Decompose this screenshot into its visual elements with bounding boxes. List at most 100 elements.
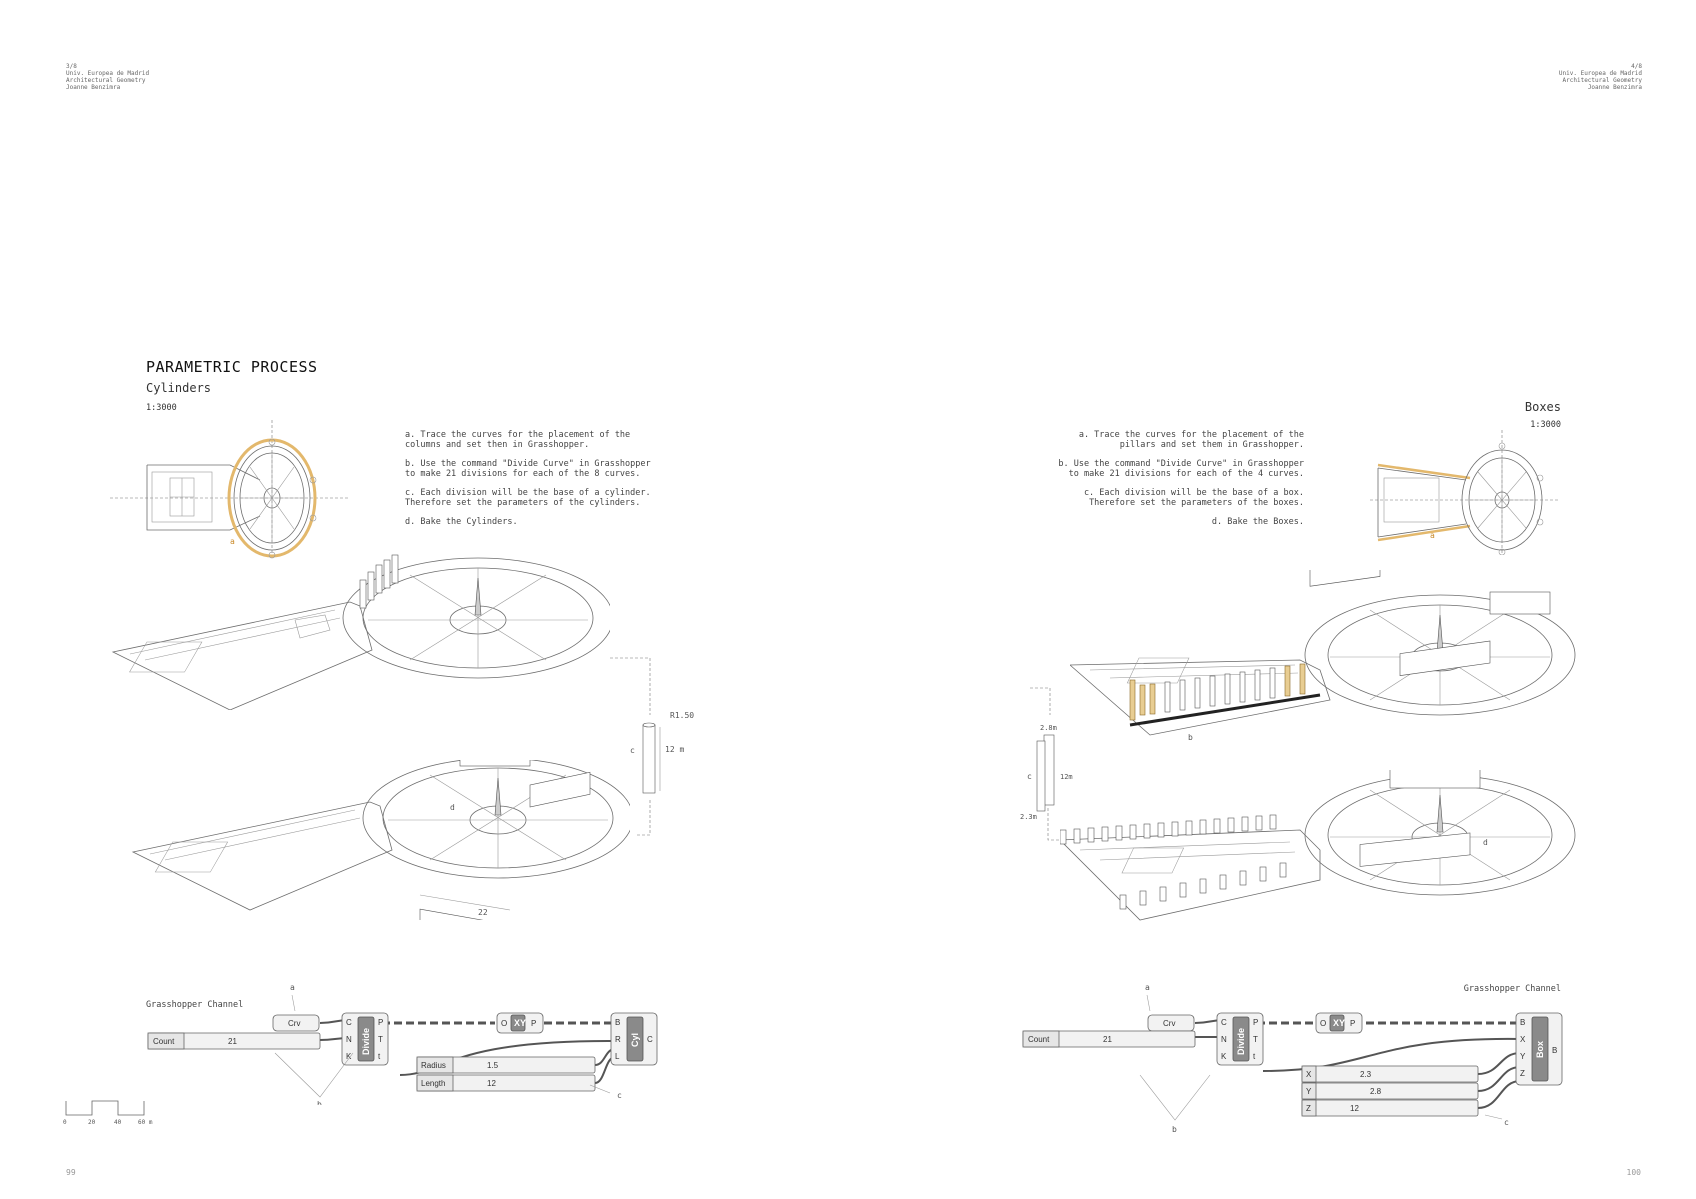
- right-step-c: c. Each division will be the base of a b…: [1083, 488, 1304, 508]
- right-steps: a. Trace the curves for the placement of…: [1058, 430, 1304, 536]
- left-gh-radius-value: 1.5: [487, 1061, 499, 1070]
- left-step-a: a. Trace the curves for the placement of…: [405, 430, 631, 450]
- right-step-d: d. Bake the Boxes.: [1211, 517, 1304, 527]
- left-gh-crv-node: [272, 1014, 320, 1032]
- left-header-course: Architectural Geometry: [66, 77, 146, 84]
- left-gh-cyl-out-c: C: [647, 1035, 653, 1044]
- left-scale: 1:3000: [146, 403, 177, 413]
- left-gh-xy-o: O: [501, 1019, 507, 1028]
- scale-bar-20: 20: [88, 1119, 96, 1126]
- left-step-d: d. Bake the Cylinders.: [405, 517, 518, 527]
- left-page-number: 99: [66, 1168, 76, 1177]
- right-gh-box-in-b: B: [1520, 1018, 1525, 1027]
- scale-bar-0: 0: [63, 1119, 67, 1126]
- right-gh-count-label: Count: [1028, 1035, 1050, 1044]
- right-iso-d-label: d: [1483, 838, 1488, 847]
- right-gh-callout-b: b: [1172, 1125, 1177, 1134]
- left-plan-drawing: a: [110, 420, 350, 560]
- right-gh-x-label: X: [1306, 1070, 1312, 1079]
- left-gh-cyl-in-r: R: [615, 1035, 621, 1044]
- right-header-course: Architectural Geometry: [1562, 77, 1642, 84]
- right-gh-definition: Crv Count 21 Divide C N K P T t XY O P B…: [1022, 983, 1563, 1134]
- right-gh-crv: Crv: [1163, 1019, 1175, 1028]
- right-gh-divide: Divide: [1236, 1028, 1246, 1055]
- right-gh-divide-in-k: K: [1221, 1052, 1227, 1061]
- left-detail-label: c: [630, 746, 635, 755]
- left-step-c: c. Each division will be the base of a c…: [405, 488, 651, 508]
- left-gh-xy: XY: [514, 1018, 526, 1028]
- right-subtitle: Boxes: [1524, 400, 1561, 414]
- right-plan-label: a: [1430, 531, 1435, 540]
- right-gh-xy-o: O: [1320, 1019, 1326, 1028]
- right-step-a: a. Trace the curves for the placement of…: [1078, 430, 1304, 450]
- right-detail-box: 2.8m c 12m 2.3m: [1020, 687, 1073, 841]
- left-header-page: 3/8: [66, 63, 77, 70]
- right-detail-z: 12m: [1060, 773, 1073, 781]
- left-detail-cylinder: c R1.50 12 m: [610, 657, 694, 836]
- right-gh-xy: XY: [1333, 1018, 1345, 1028]
- left-gh-cyl-in-b: B: [615, 1018, 620, 1027]
- right-gh-divide-in-c: C: [1221, 1018, 1227, 1027]
- right-plan-drawing: a: [1370, 430, 1560, 555]
- right-gh-box-in-z: Z: [1520, 1069, 1525, 1078]
- right-header-page: 4/8: [1631, 63, 1642, 70]
- right-page-header: 4/8 Univ. Europea de Madrid Architectura…: [1559, 63, 1642, 91]
- left-gh-cyl-in-l: L: [615, 1052, 620, 1061]
- left-iso-top: [111, 554, 610, 710]
- left-gh-count-value: 21: [228, 1037, 237, 1046]
- left-gh-radius-label: Radius: [421, 1061, 446, 1070]
- right-gh-box-in-y: Y: [1520, 1052, 1526, 1061]
- left-gh-divide-in-c: C: [346, 1018, 352, 1027]
- right-gh-x-slider: [1301, 1065, 1479, 1083]
- right-gh-z-label: Z: [1306, 1104, 1311, 1113]
- left-subtitle: Cylinders: [146, 381, 212, 395]
- right-header-university: Univ. Europea de Madrid: [1558, 70, 1642, 77]
- left-gh-divide-out-t-param: t: [378, 1052, 381, 1061]
- left-detail-height: 12 m: [665, 745, 684, 754]
- left-header-university: Univ. Europea de Madrid: [66, 70, 150, 77]
- left-gh-length-label: Length: [421, 1079, 445, 1088]
- right-bottom-boxes: [1060, 814, 1287, 910]
- left-gh-callout-a: a: [290, 983, 295, 992]
- left-plan-label: a: [230, 537, 235, 546]
- right-gh-divide-out-t-param: t: [1253, 1052, 1256, 1061]
- left-gh-divide-out-t: T: [378, 1035, 383, 1044]
- right-detail-x: 2.3m: [1020, 813, 1037, 821]
- right-gh-box-out-b: B: [1552, 1046, 1557, 1055]
- page-title: PARAMETRIC PROCESS: [146, 358, 318, 376]
- right-gh-x-value: 2.3: [1360, 1070, 1372, 1079]
- scale-bar-60: 60 m: [138, 1119, 153, 1126]
- right-gh-divide-out-t: T: [1253, 1035, 1258, 1044]
- left-gh-divide-in-k: K: [346, 1052, 352, 1061]
- left-gh-cyl: Cyl: [630, 1033, 640, 1047]
- left-gh-callout-c: c: [617, 1091, 622, 1100]
- right-gh-z-slider: [1301, 1099, 1479, 1117]
- left-iso-d-label: d: [450, 803, 455, 812]
- right-iso-top: b: [1070, 570, 1576, 742]
- right-gh-count-value: 21: [1103, 1035, 1112, 1044]
- left-gh-divide: Divide: [361, 1028, 371, 1055]
- left-header-author: Joanne Benzimra: [66, 84, 121, 91]
- right-gh-callout-a: a: [1145, 983, 1150, 992]
- right-gh-y-slider: [1301, 1082, 1479, 1100]
- right-gh-divide-out-p: P: [1253, 1018, 1258, 1027]
- left-gh-divide-in-n: N: [346, 1035, 352, 1044]
- left-gh-length-value: 12: [487, 1079, 496, 1088]
- right-step-b: b. Use the command "Divide Curve" in Gra…: [1058, 459, 1304, 479]
- right-top-boxes: [1129, 663, 1306, 721]
- right-header-author: Joanne Benzimra: [1587, 84, 1642, 91]
- right-iso-bottom: d: [1060, 770, 1576, 921]
- left-page-header: 3/8 Univ. Europea de Madrid Architectura…: [66, 63, 149, 91]
- left-gh-divide-out-p: P: [378, 1018, 383, 1027]
- left-detail-radius: R1.50: [670, 711, 694, 720]
- left-iso-bottom: d 22: [131, 760, 630, 920]
- right-gh-xy-p: P: [1350, 1019, 1355, 1028]
- right-page-number: 100: [1626, 1168, 1641, 1177]
- left-gh-definition: Crv Count 21 Divide C N K P T t XY O P C…: [147, 983, 658, 1105]
- right-gh-callout-c: c: [1504, 1118, 1509, 1127]
- right-gh-y-value: 2.8: [1370, 1087, 1382, 1096]
- right-detail-label: c: [1027, 772, 1032, 781]
- left-top-columns: [359, 554, 399, 609]
- scale-bar-40: 40: [114, 1119, 122, 1126]
- left-gh-crv: Crv: [288, 1019, 300, 1028]
